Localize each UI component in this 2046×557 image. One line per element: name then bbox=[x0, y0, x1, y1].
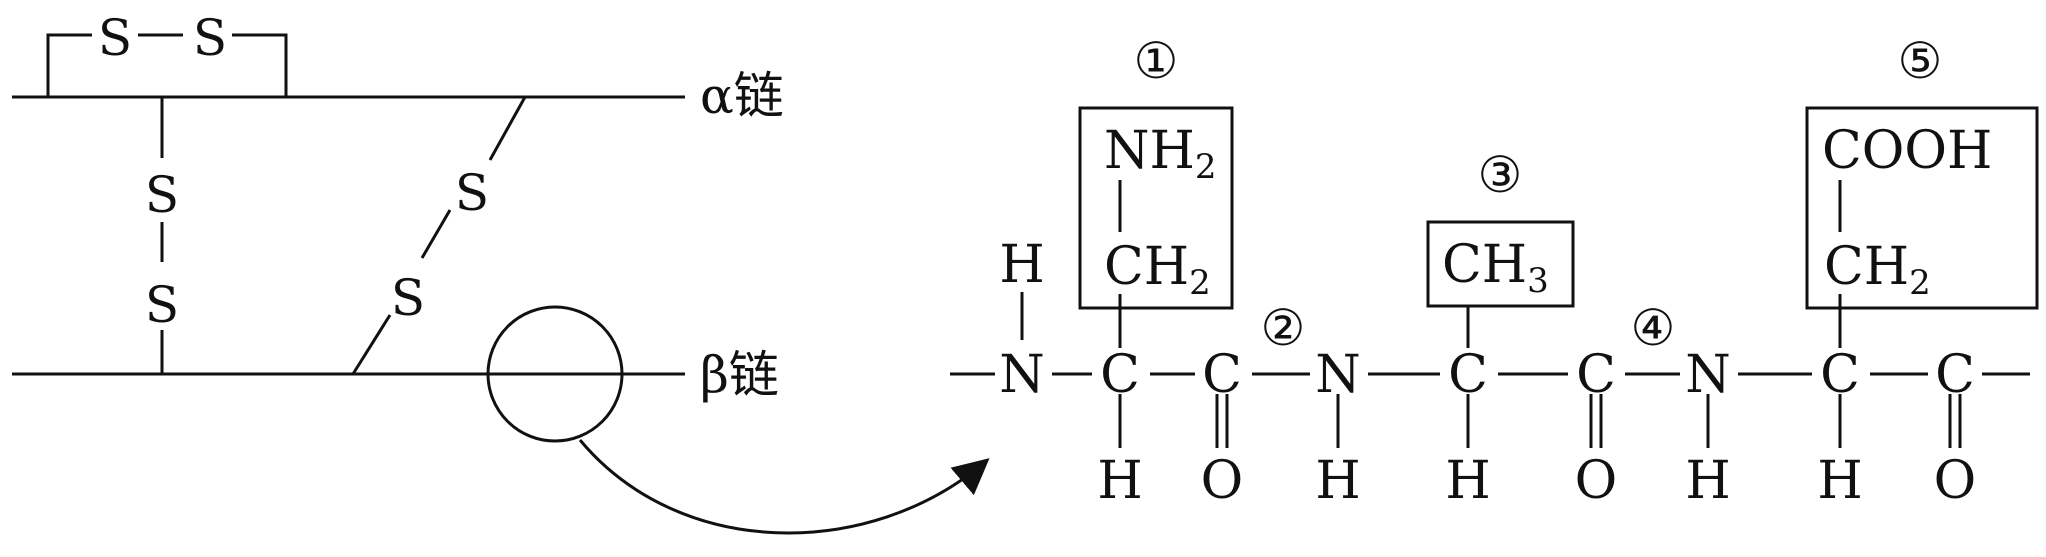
methyl-group: CH3 bbox=[1442, 235, 1549, 301]
sulfur-label: S bbox=[145, 166, 179, 224]
carboxyl-group: COOH bbox=[1822, 121, 1992, 181]
atom-H: H bbox=[1445, 451, 1490, 511]
magnify-arrow bbox=[578, 439, 990, 535]
atom-O: O bbox=[1201, 451, 1244, 511]
atom-O: O bbox=[1575, 451, 1618, 511]
atom-H: H bbox=[1315, 451, 1360, 511]
r-group-box bbox=[1426, 220, 1575, 308]
methylene-group: CH2 bbox=[1104, 237, 1211, 303]
atom-H: H bbox=[1097, 451, 1142, 511]
interchain-disulfide-diagonal: S S bbox=[351, 96, 527, 375]
atom-H: H bbox=[1817, 451, 1862, 511]
marker-2: ② bbox=[1261, 299, 1306, 357]
atom-C-carbonyl: C bbox=[1935, 345, 1975, 405]
chain-diagram: S S S S S S α链 β链 bbox=[12, 9, 990, 535]
sulfur-label: S bbox=[193, 9, 227, 67]
lower-bonds bbox=[1118, 394, 1962, 448]
peptide-structure: N C C N C C N C C H H O H H O bbox=[950, 32, 2039, 511]
atom-O: O bbox=[1934, 451, 1977, 511]
r-group-5: COOH CH2 bbox=[1805, 106, 2039, 348]
r-group-box bbox=[1805, 106, 2039, 310]
methylene-group: CH2 bbox=[1824, 237, 1931, 303]
sulfur-label: S bbox=[455, 164, 489, 222]
alpha-chain-label: α链 bbox=[700, 67, 784, 125]
r-group-box bbox=[1078, 106, 1234, 310]
marker-4: ④ bbox=[1631, 299, 1676, 357]
sulfur-label: S bbox=[145, 276, 179, 334]
magnify-circle bbox=[486, 305, 624, 443]
marker-1: ① bbox=[1134, 32, 1179, 90]
atom-H: H bbox=[1685, 451, 1730, 511]
marker-3: ③ bbox=[1478, 146, 1523, 204]
sulfur-label: S bbox=[98, 9, 132, 67]
sulfur-label: S bbox=[391, 269, 425, 327]
interchain-disulfide-vertical: S S bbox=[145, 97, 179, 374]
r-group-3: CH3 bbox=[1426, 220, 1575, 348]
marker-5: ⑤ bbox=[1898, 32, 1943, 90]
atom-C-carbonyl: C bbox=[1202, 345, 1242, 405]
atom-C-carbonyl: C bbox=[1576, 345, 1616, 405]
atom-H: H bbox=[999, 235, 1044, 295]
beta-chain-label: β链 bbox=[700, 346, 779, 404]
atom-N: N bbox=[999, 345, 1045, 405]
r-group-1: NH2 CH2 bbox=[1078, 106, 1234, 348]
amino-group: NH2 bbox=[1104, 121, 1217, 187]
intrachain-disulfide: S S bbox=[46, 9, 288, 97]
